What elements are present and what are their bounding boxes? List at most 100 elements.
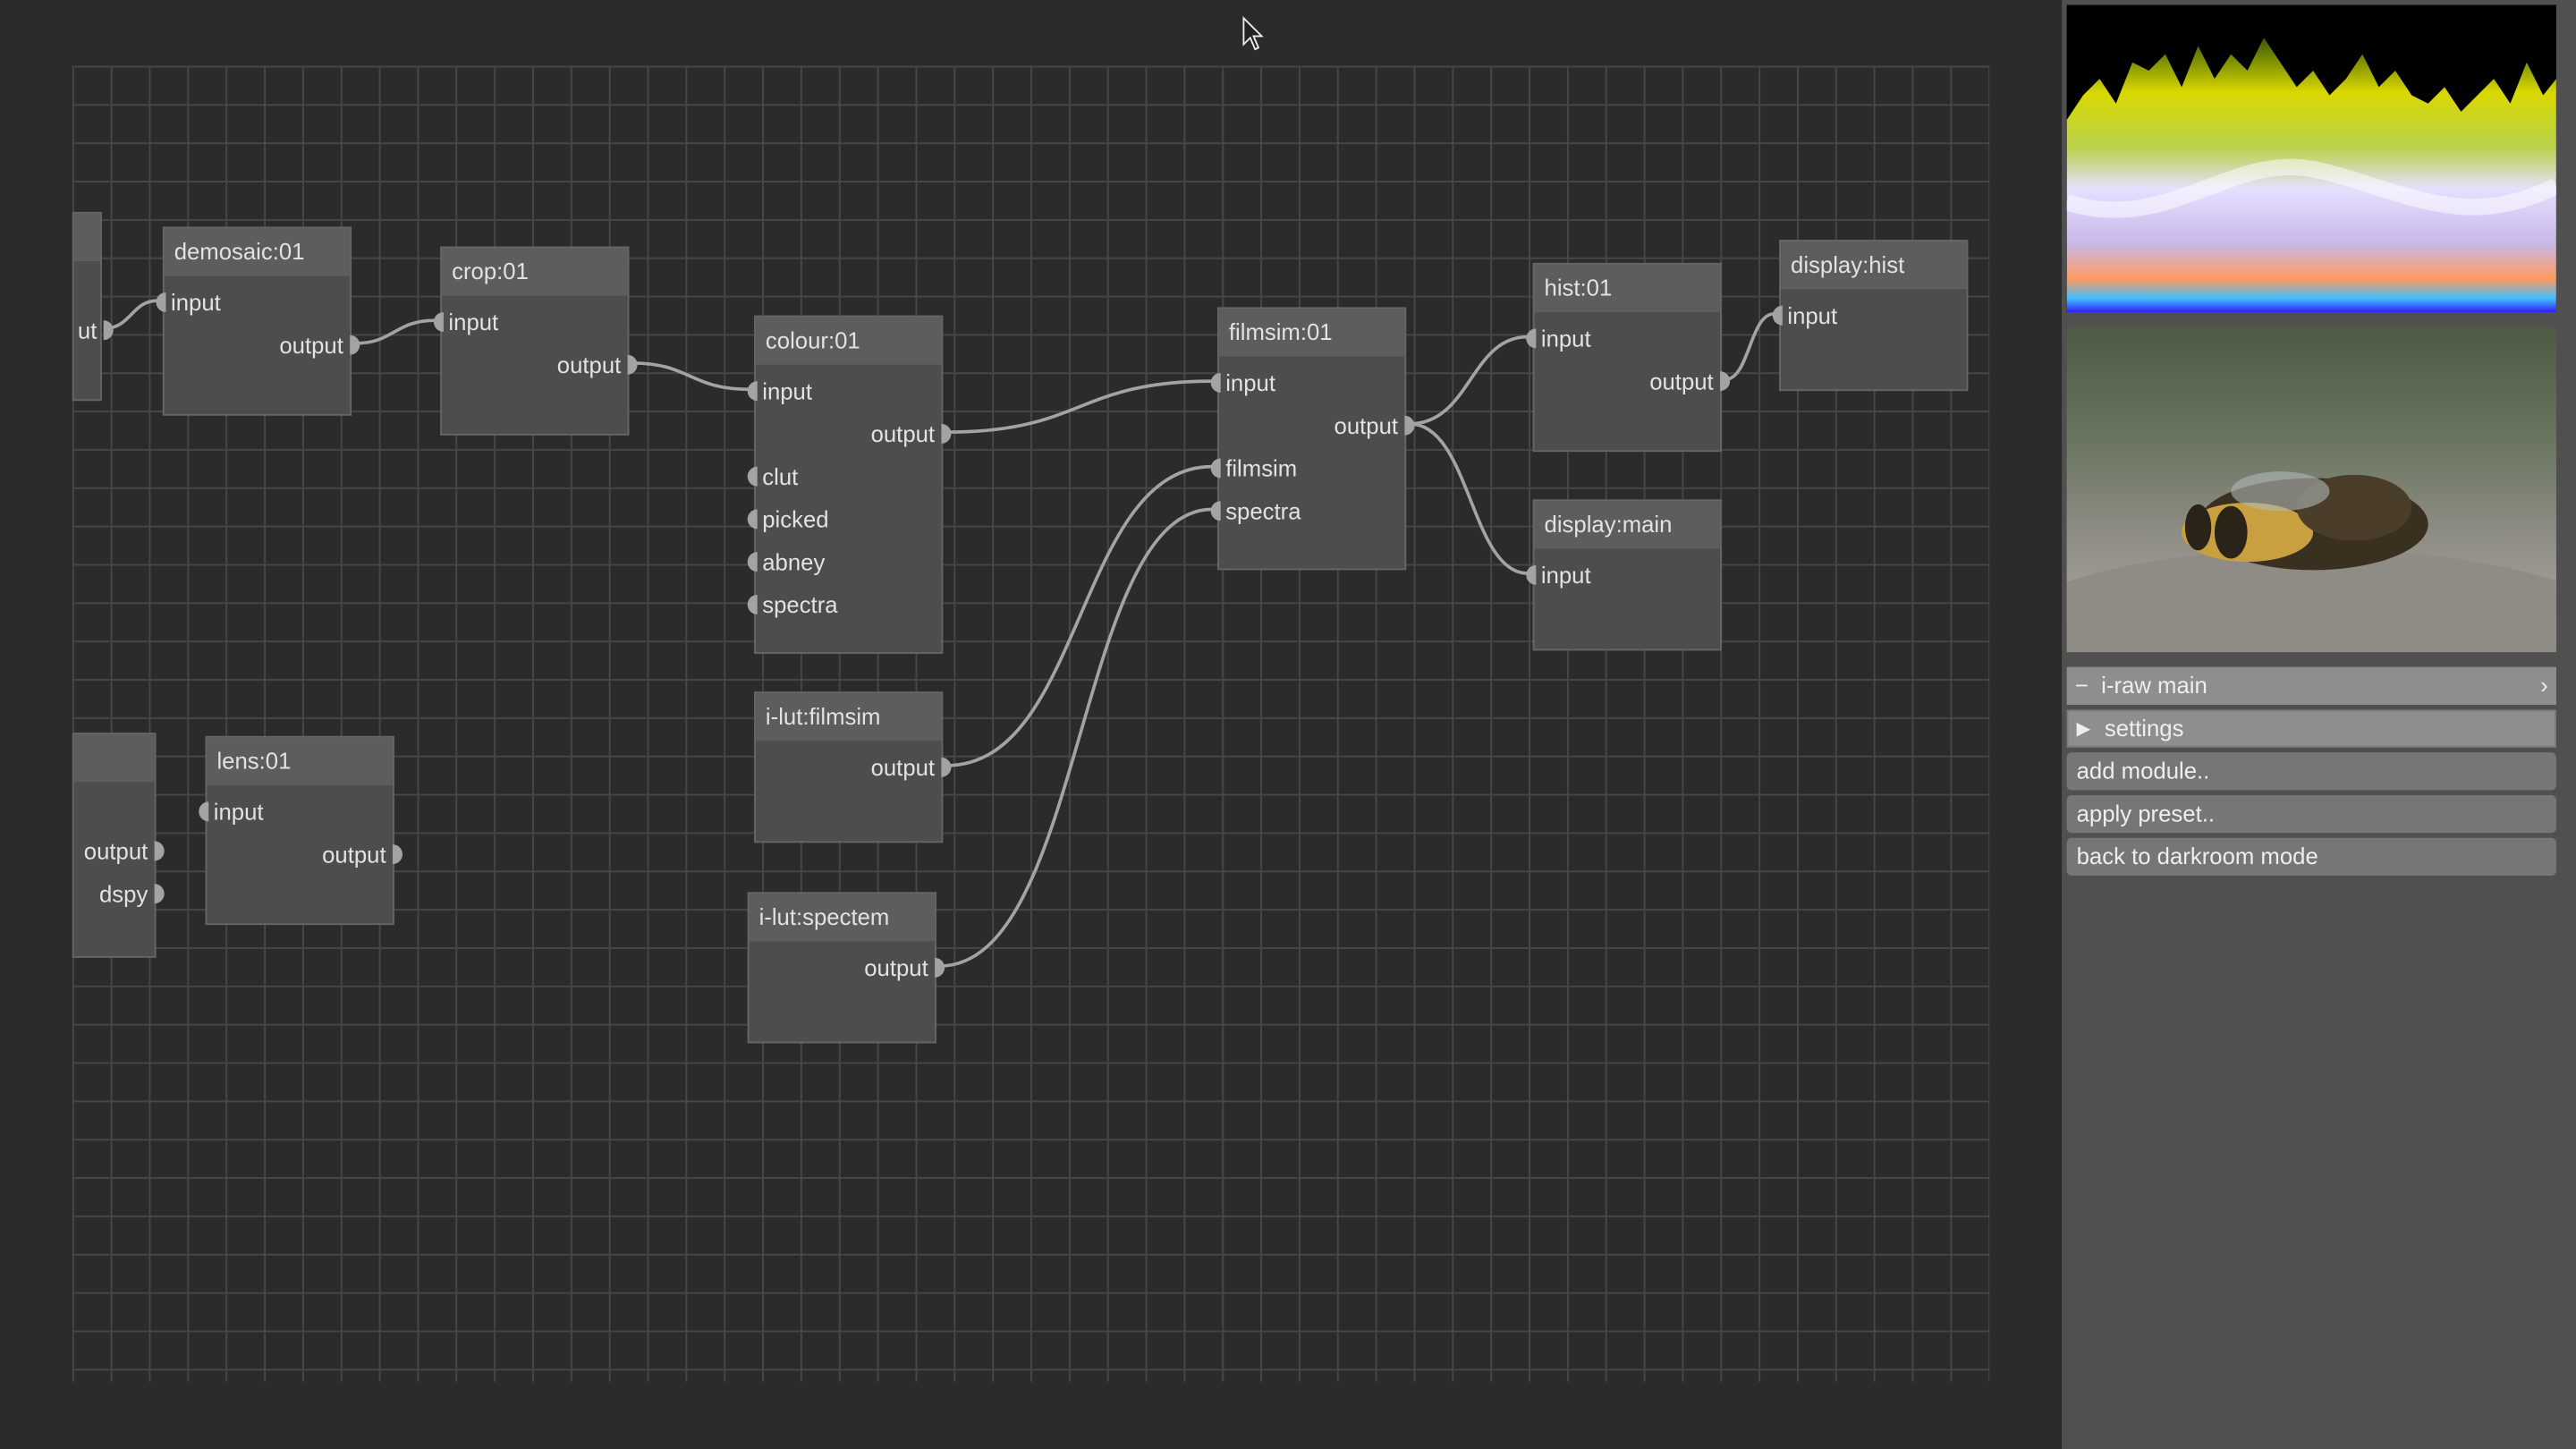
right-panel: − i-raw main › ▶ settings add module.. a… [2062, 0, 2576, 1449]
node-crop[interactable]: crop:01 input output [433, 246, 638, 436]
port-output[interactable]: output [322, 838, 402, 871]
connector-dot[interactable] [1772, 305, 1783, 326]
port-output[interactable]: output [870, 750, 952, 784]
triangle-right-icon: ▶ [2076, 719, 2091, 740]
connector-dot[interactable] [747, 509, 758, 530]
port-label: input [213, 798, 264, 826]
mouse-cursor-icon [1242, 15, 1264, 51]
node-header[interactable] [73, 213, 101, 262]
port-output[interactable]: output [1335, 409, 1415, 442]
port-label: output [279, 332, 343, 359]
minus-icon[interactable]: − [2074, 672, 2089, 699]
chevron-right-icon[interactable]: › [2540, 672, 2548, 699]
port-label: input [1540, 562, 1591, 589]
port-output[interactable]: ut [78, 314, 114, 347]
node-title[interactable]: demosaic:01 [164, 228, 351, 276]
connector-dot[interactable] [392, 844, 402, 865]
connector-dot[interactable] [747, 552, 758, 572]
connector-dot[interactable] [154, 884, 165, 904]
port-label: output [870, 754, 936, 781]
port-label: dspy [98, 880, 148, 907]
node-ilut-filmsim[interactable]: i-lut:filmsim output [754, 691, 952, 843]
port-input[interactable]: input [1526, 322, 1591, 355]
port-spectra[interactable]: spectra [1210, 495, 1301, 528]
node-title[interactable]: filmsim:01 [1218, 309, 1405, 357]
port-output[interactable]: output [279, 328, 360, 361]
port-label: spectra [1225, 497, 1301, 524]
connector-dot[interactable] [350, 335, 360, 355]
port-output[interactable]: output [1649, 365, 1731, 398]
port-output[interactable]: output [870, 418, 952, 451]
port-filmsim[interactable]: filmsim [1210, 452, 1297, 485]
port-abney[interactable]: abney [747, 546, 825, 579]
graph-selector[interactable]: − i-raw main › [2066, 666, 2556, 705]
node-title[interactable]: colour:01 [755, 317, 942, 365]
port-label: input [1225, 369, 1275, 396]
node-filmsim[interactable]: filmsim:01 input output filmsim spectra [1210, 307, 1415, 571]
connector-dot[interactable] [154, 841, 165, 861]
back-to-darkroom-button[interactable]: back to darkroom mode [2066, 837, 2556, 876]
port-input[interactable]: input [747, 375, 812, 408]
port-input[interactable]: input [1526, 558, 1591, 591]
settings-expander[interactable]: ▶ settings [2066, 709, 2556, 748]
node-ilut-spectem[interactable]: i-lut:spectem output [747, 892, 945, 1044]
node-title[interactable]: display:main [1534, 501, 1721, 549]
connector-dot[interactable] [1210, 372, 1221, 393]
connector-dot[interactable] [935, 957, 945, 978]
connector-dot[interactable] [1210, 501, 1221, 521]
port-label: picked [762, 505, 829, 533]
port-label: input [171, 289, 221, 316]
connector-dot[interactable] [747, 466, 758, 487]
add-module-button[interactable]: add module.. [2066, 752, 2556, 791]
port-picked[interactable]: picked [747, 503, 829, 536]
port-input[interactable]: input [1210, 367, 1275, 400]
connector-dot[interactable] [103, 320, 114, 341]
connector-dot[interactable] [747, 381, 758, 402]
connector-dot[interactable] [1720, 371, 1731, 392]
apply-preset-button[interactable]: apply preset.. [2066, 794, 2556, 834]
node-title[interactable]: lens:01 [207, 737, 393, 785]
connector-dot[interactable] [1526, 328, 1537, 349]
connector-dot[interactable] [156, 292, 166, 312]
node-title[interactable]: display:hist [1781, 241, 1967, 290]
node-partial-bottom[interactable]: output dspy [72, 733, 165, 958]
connector-dot[interactable] [941, 423, 952, 444]
port-label: output [870, 420, 936, 447]
node-hist[interactable]: hist:01 input output [1526, 262, 1731, 453]
node-partial-top[interactable]: ut [72, 211, 114, 402]
port-input[interactable]: input [199, 795, 264, 828]
connector-dot[interactable] [199, 801, 209, 822]
node-title[interactable]: hist:01 [1534, 264, 1721, 312]
port-spectra[interactable]: spectra [747, 589, 838, 622]
graph-name: i-raw main [2101, 672, 2207, 699]
node-display-hist[interactable]: display:hist input [1772, 240, 1969, 392]
settings-label: settings [2104, 714, 2184, 741]
port-label: clut [762, 462, 799, 490]
node-header[interactable] [73, 734, 155, 783]
node-title[interactable]: i-lut:spectem [749, 894, 936, 942]
port-input[interactable]: input [433, 306, 499, 339]
port-label: output [1649, 368, 1714, 394]
node-colour[interactable]: colour:01 input output clut picked abney… [747, 315, 952, 655]
port-label: output [864, 954, 928, 981]
port-label: input [1540, 325, 1591, 352]
port-output[interactable]: output [864, 951, 945, 984]
port-clut[interactable]: clut [747, 460, 799, 493]
port-output[interactable]: output [84, 835, 165, 868]
connector-dot[interactable] [747, 594, 758, 614]
connector-dot[interactable] [433, 311, 444, 333]
node-display-main[interactable]: display:main input [1526, 499, 1722, 651]
port-input[interactable]: input [1772, 299, 1837, 332]
port-label: output [556, 352, 622, 378]
node-title[interactable]: crop:01 [442, 248, 628, 296]
port-input[interactable]: input [156, 286, 221, 319]
bee-photo [2066, 471, 2556, 653]
connector-dot[interactable] [1526, 564, 1537, 585]
node-demosaic[interactable]: demosaic:01 input output [156, 226, 360, 416]
connector-dot[interactable] [1210, 458, 1221, 479]
port-label: input [448, 309, 499, 335]
port-dspy[interactable]: dspy [98, 877, 165, 911]
port-output[interactable]: output [556, 348, 638, 381]
node-lens[interactable]: lens:01 input output [199, 735, 402, 926]
node-title[interactable]: i-lut:filmsim [755, 693, 942, 741]
